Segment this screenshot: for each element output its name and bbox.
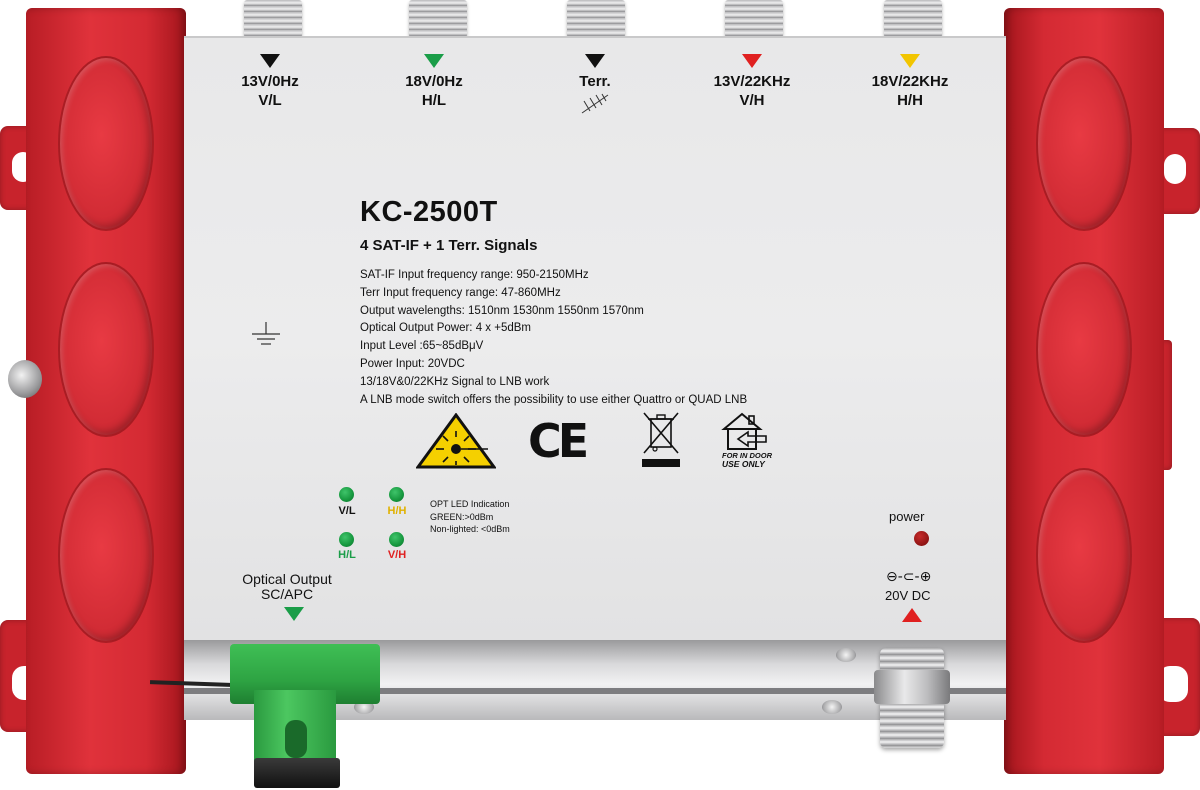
- panel-screw: [822, 700, 842, 714]
- led-label-hh: H/H: [387, 505, 407, 517]
- right-housing-oval: [1036, 56, 1132, 231]
- input-label-hl: 18V/0Hz H/L: [369, 54, 499, 110]
- f-connector-vl[interactable]: [244, 0, 302, 38]
- right-housing-oval: [1036, 468, 1132, 643]
- spec-line: Input Level :65~85dBμV: [360, 340, 484, 353]
- left-housing-oval: [58, 262, 154, 437]
- left-housing: [26, 8, 186, 774]
- power-led: [914, 531, 929, 546]
- led-vl: [339, 487, 354, 502]
- dc-input-marker: [902, 608, 922, 622]
- led-label-hl: H/L: [338, 549, 356, 561]
- f-connector-terr[interactable]: [567, 0, 625, 38]
- power-label: power: [889, 509, 925, 524]
- left-housing-oval: [58, 56, 154, 231]
- led-hh: [389, 487, 404, 502]
- sc-apc-dust-cap[interactable]: [254, 758, 340, 788]
- spec-line: SAT-IF Input frequency range: 950-2150MH…: [360, 269, 589, 281]
- led-vh: [389, 532, 404, 547]
- spec-line: A LNB mode switch offers the possibility…: [360, 393, 748, 406]
- sc-apc-port: [285, 720, 307, 758]
- dc-polarity-symbol: ⊖-⊂-⊕: [886, 569, 932, 585]
- spec-line: Output wavelengths: 1510nm 1530nm 1550nm…: [360, 304, 644, 317]
- laser-warning-icon: [416, 413, 496, 469]
- spec-line: Power Input: 20VDC: [360, 357, 465, 370]
- input-marker: [742, 54, 762, 68]
- input-label-hh: 18V/22KHz H/H: [845, 54, 975, 110]
- led-note-line: OPT LED Indication: [430, 499, 510, 509]
- dc-power-f-connector[interactable]: [874, 648, 950, 748]
- spec-line: Optical Output Power: 4 x +5dBm: [360, 322, 531, 335]
- indoor-use-icon: [721, 412, 767, 450]
- model-name: KC-2500T: [360, 196, 498, 228]
- spec-list: SAT-IF Input frequency range: 950-2150MH…: [360, 267, 747, 409]
- input-marker: [424, 54, 444, 68]
- f-connector-hh[interactable]: [884, 0, 942, 38]
- right-housing-oval: [1036, 262, 1132, 437]
- ground-icon: [252, 322, 280, 345]
- model-subtitle: 4 SAT-IF + 1 Terr. Signals: [360, 237, 538, 254]
- ce-mark: CE: [528, 414, 589, 468]
- spec-line: 13/18V&0/22KHz Signal to LNB work: [360, 375, 550, 388]
- spec-line: Terr Input frequency range: 47-860MHz: [360, 286, 561, 299]
- input-label-terr: Terr.: [530, 54, 660, 115]
- optical-output-marker: [284, 607, 304, 621]
- panel-screw: [836, 648, 856, 662]
- terrestrial-antenna-icon: [581, 93, 609, 114]
- input-marker: [260, 54, 280, 68]
- front-panel: [184, 36, 1006, 640]
- ground-screw[interactable]: [8, 360, 42, 398]
- led-note-line: GREEN:>0dBm: [430, 511, 494, 522]
- led-indication-note: OPT LED Indication GREEN:>0dBm Non-light…: [430, 498, 510, 536]
- input-marker: [900, 54, 920, 68]
- led-label-vh: V/H: [387, 549, 407, 561]
- input-label-vl: 13V/0Hz V/L: [205, 54, 335, 110]
- dc-input-label: 20V DC: [885, 588, 931, 603]
- f-connector-hl[interactable]: [409, 0, 467, 38]
- indoor-use-text: FOR IN DOOR USE ONLY: [722, 451, 772, 469]
- f-connector-vh[interactable]: [725, 0, 783, 38]
- optical-output-label: Optical Output SC/APC: [242, 571, 332, 602]
- led-hl: [339, 532, 354, 547]
- right-housing: [1004, 8, 1164, 774]
- input-label-vh: 13V/22KHz V/H: [687, 54, 817, 110]
- weee-bin-icon: [642, 412, 680, 467]
- input-marker: [585, 54, 605, 68]
- led-label-vl: V/L: [338, 505, 356, 517]
- led-note-line: Non-lighted: <0dBm: [430, 524, 510, 534]
- left-housing-oval: [58, 468, 154, 643]
